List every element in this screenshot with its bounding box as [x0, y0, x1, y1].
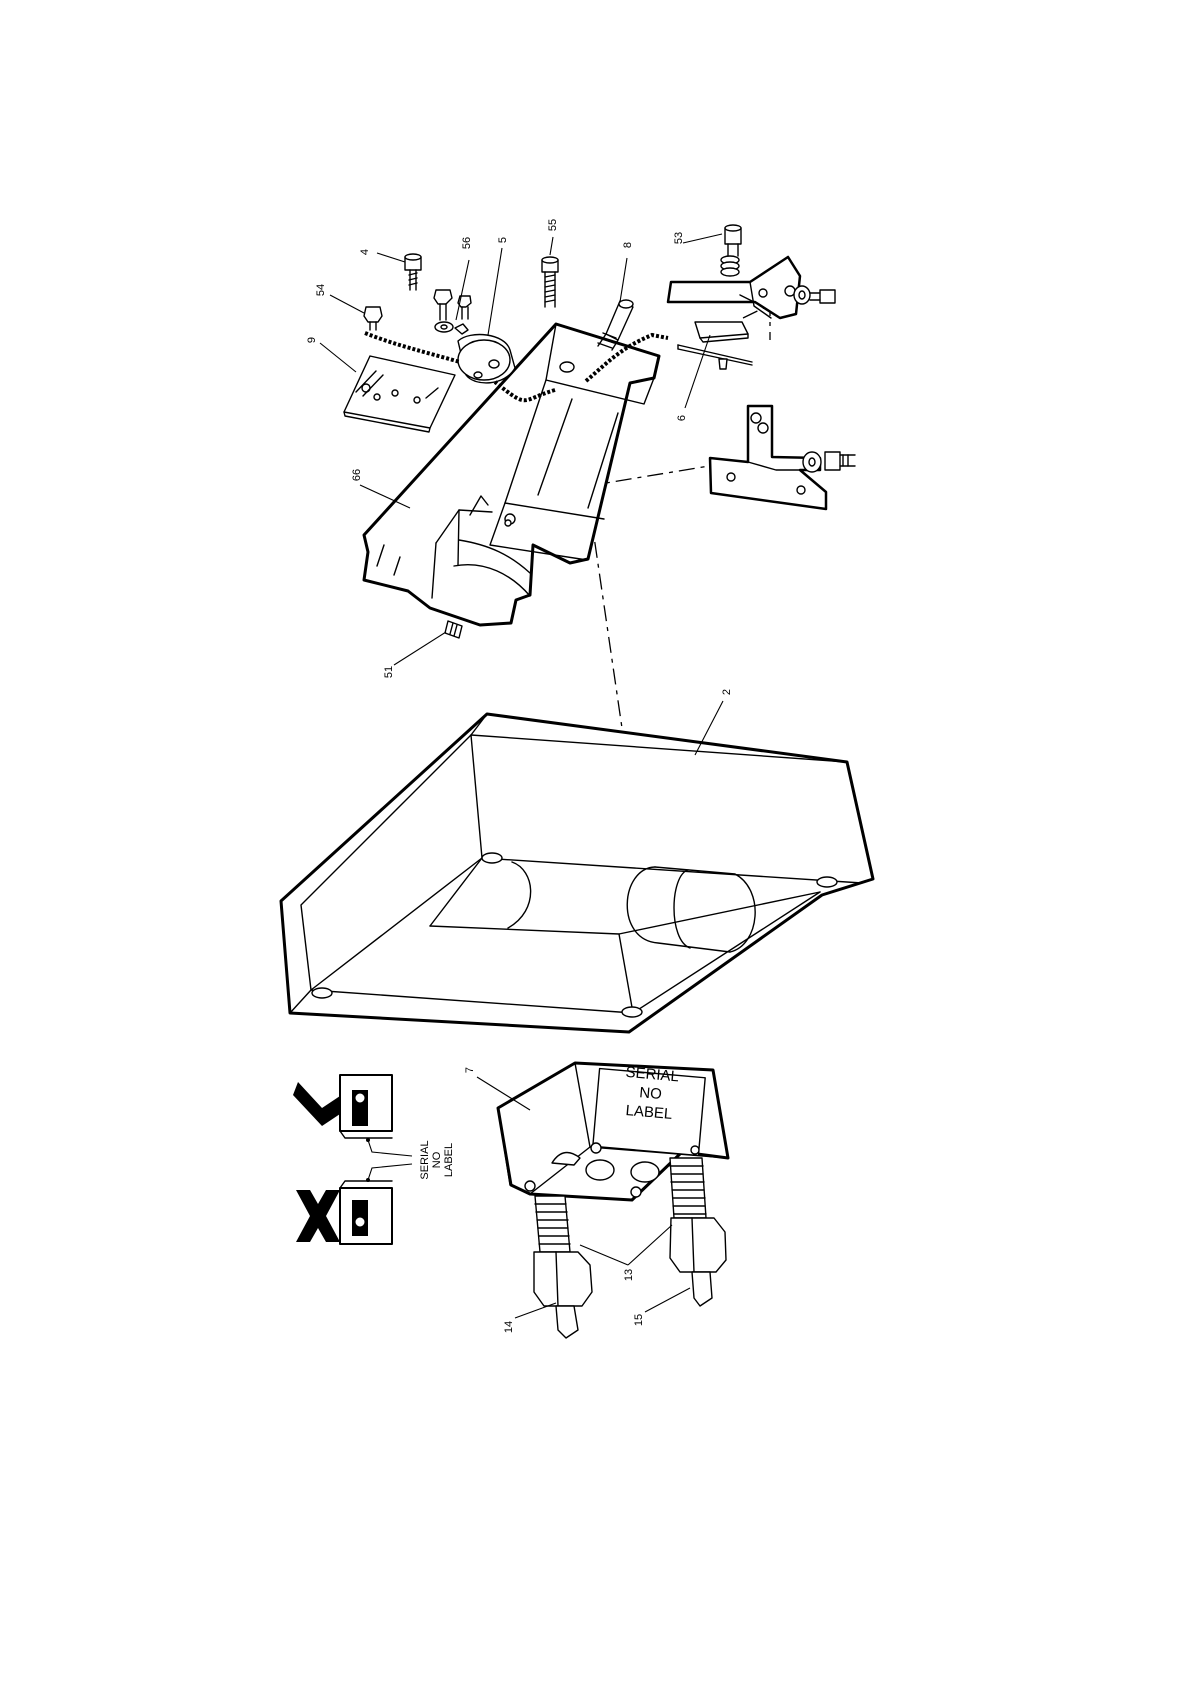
mounting-bracket — [710, 406, 855, 509]
legend-serial-line-2: NO — [431, 1151, 443, 1168]
cross-mark-icon — [296, 1190, 340, 1242]
serial-label-line-2: NO — [639, 1084, 663, 1103]
part-54-nut — [364, 307, 382, 330]
callout-15: 15 — [633, 1314, 645, 1326]
incorrect-orientation-example — [296, 1181, 392, 1244]
correct-orientation-example — [293, 1075, 392, 1138]
part-5-wheel — [458, 335, 515, 383]
part-4-bolt — [405, 254, 421, 290]
part-9-plate — [344, 356, 455, 432]
callout-6: 6 — [676, 415, 688, 421]
part-51-screw — [445, 621, 462, 638]
legend-serial-line-1: SERIAL — [419, 1140, 431, 1179]
callout-4: 4 — [359, 249, 371, 255]
callout-66: 66 — [351, 469, 363, 481]
part-6-key — [678, 322, 752, 369]
legend-serial-line-3: LABEL — [443, 1143, 455, 1177]
callout-13: 13 — [623, 1269, 635, 1281]
callout-8: 8 — [622, 242, 634, 248]
callout-53: 53 — [673, 232, 685, 244]
check-mark-icon — [293, 1082, 340, 1126]
callout-7: 7 — [464, 1067, 476, 1073]
callout-14: 14 — [503, 1321, 515, 1333]
callout-2: 2 — [721, 689, 733, 695]
part-55-screw — [542, 257, 558, 307]
callout-9: 9 — [306, 337, 318, 343]
part-56-fasteners — [434, 290, 471, 334]
part-2-tray — [281, 714, 873, 1032]
callout-54: 54 — [315, 284, 327, 296]
callout-5: 5 — [497, 237, 509, 243]
callout-56: 56 — [461, 237, 473, 249]
callout-55: 55 — [547, 219, 559, 231]
part-14-fitting — [534, 1196, 592, 1338]
callout-51: 51 — [383, 666, 395, 678]
serial-label-legend: SERIAL NO LABEL — [293, 1075, 455, 1244]
part-53-clamp — [668, 225, 835, 318]
part-15-fitting — [670, 1158, 726, 1306]
